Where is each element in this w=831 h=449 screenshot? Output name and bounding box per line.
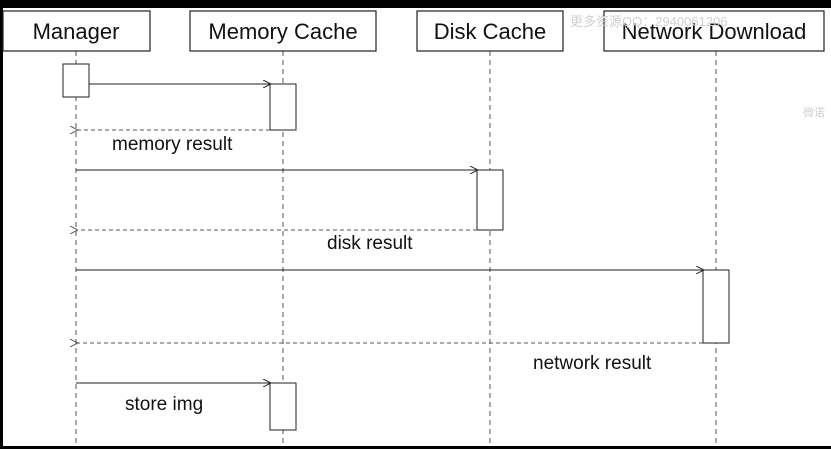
participant-box-memory [189,10,377,52]
participant-label-memory: Memory Cache [208,19,357,44]
label-network-result: network result [533,353,652,374]
bottom-frame-bar [0,446,831,449]
activation-memory-2 [269,382,297,431]
label-memory-result: memory result [112,134,233,155]
participant-box-disk [416,10,564,52]
watermark-top: 更多资源QQ：2940061206 [570,14,728,29]
participant-label-disk: Disk Cache [434,19,546,44]
label-disk-result: disk result [327,233,413,254]
participant-label-network: Network Download [622,19,807,44]
activation-network [702,269,730,344]
activation-disk [476,169,504,231]
activation-manager [62,63,90,98]
participant-label-manager: Manager [33,19,120,44]
watermark-side: 微诺 [803,107,825,119]
activation-memory-1 [269,83,297,131]
left-frame-bar [0,0,3,449]
participant-box-network [603,10,825,52]
top-frame-bar [0,0,831,8]
participant-box-manager [2,10,151,52]
label-store-img: store img [125,394,203,415]
